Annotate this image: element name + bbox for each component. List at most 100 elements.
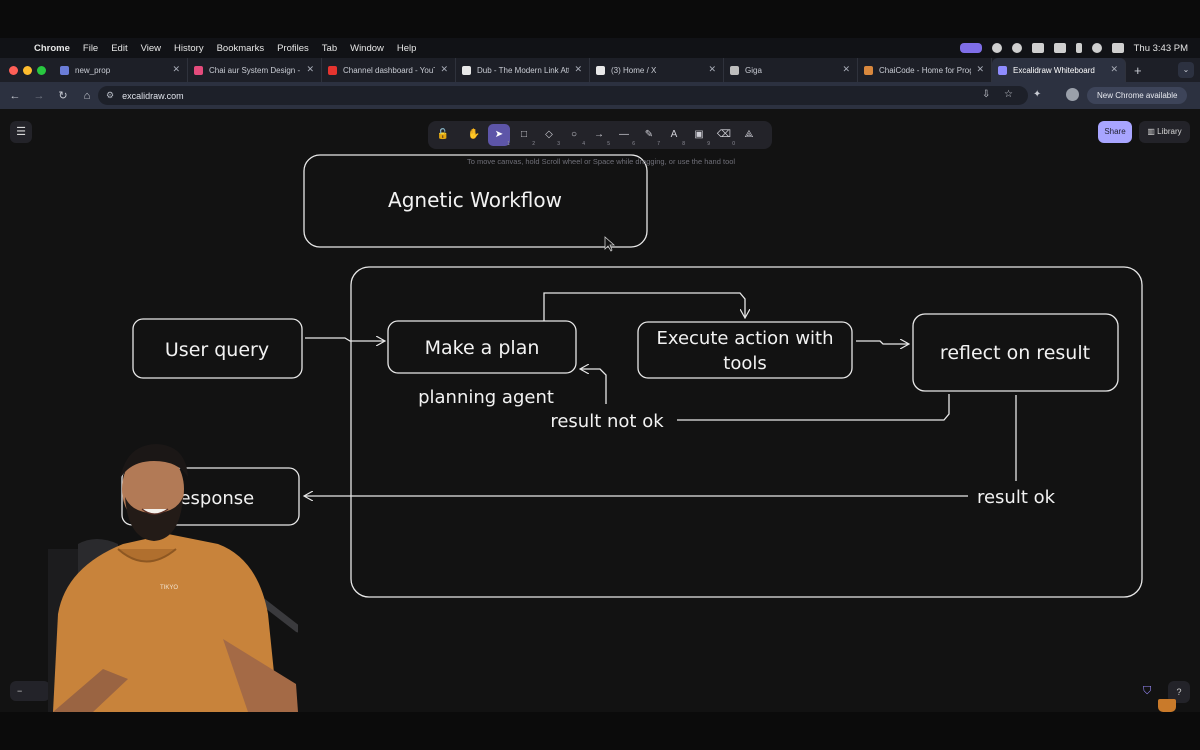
tab-close-icon[interactable]: ✕ xyxy=(976,64,984,74)
profile-avatar[interactable] xyxy=(1066,88,1079,101)
make-plan-box[interactable] xyxy=(387,320,577,374)
ellipse-icon[interactable]: ○4 xyxy=(563,124,585,147)
battery-icon[interactable] xyxy=(1053,43,1066,53)
tool-glyph: ▣ xyxy=(694,129,704,140)
lock-icon[interactable]: 🔓 xyxy=(432,124,454,146)
browser-tab[interactable]: new_prop✕ xyxy=(54,58,188,82)
letterbox-bottom xyxy=(0,712,1200,750)
minimize-window-icon[interactable] xyxy=(23,65,32,75)
tab-close-icon[interactable]: ✕ xyxy=(440,64,448,74)
diagram-title[interactable]: Agnetic Workflow xyxy=(388,188,562,212)
planning-agent-label[interactable]: planning agent xyxy=(418,387,554,408)
excalidraw-canvas[interactable]: Agnetic Workflow User query Make a plan … xyxy=(0,109,1200,712)
menubar-clock[interactable]: Thu 3:43 PM xyxy=(1133,42,1188,54)
status-app-icon[interactable] xyxy=(991,43,1002,53)
menu-file[interactable]: File xyxy=(82,42,99,54)
forward-icon[interactable]: → xyxy=(33,89,45,102)
user-query-label[interactable]: User query xyxy=(165,339,269,361)
reflect-label[interactable]: reflect on result xyxy=(940,342,1090,364)
image-icon[interactable]: ▣9 xyxy=(688,124,710,147)
user-query-box[interactable] xyxy=(132,318,303,379)
close-window-icon[interactable] xyxy=(9,65,18,75)
main-menu-button[interactable]: ☰ xyxy=(10,121,32,143)
browser-tab[interactable]: Giga✕ xyxy=(724,58,858,82)
result-ok-label[interactable]: result ok xyxy=(977,487,1056,508)
new-tab-button[interactable]: + xyxy=(1134,62,1142,78)
menu-window[interactable]: Window xyxy=(350,42,384,54)
reload-icon[interactable]: ↻ xyxy=(58,90,68,102)
status-app-icon[interactable] xyxy=(1011,43,1022,53)
menu-profiles[interactable]: Profiles xyxy=(277,42,309,54)
tab-close-icon[interactable]: ✕ xyxy=(842,64,850,74)
arrow-execute-to-reflect[interactable] xyxy=(856,341,908,344)
bookmark-star-icon[interactable]: ☆ xyxy=(1004,89,1013,100)
agent-container-box[interactable] xyxy=(350,266,1143,598)
arrow-icon[interactable]: →5 xyxy=(588,124,610,147)
response-label[interactable]: Response xyxy=(168,488,254,509)
reflect-box[interactable] xyxy=(912,313,1119,392)
tab-close-icon[interactable]: ✕ xyxy=(574,64,582,74)
tab-search-button[interactable]: ⌄ xyxy=(1178,62,1194,78)
screen-record-icon[interactable] xyxy=(959,43,982,53)
tab-close-icon[interactable]: ✕ xyxy=(306,64,314,74)
share-button[interactable]: Share xyxy=(1098,121,1132,143)
execute-action-box[interactable] xyxy=(637,321,853,379)
browser-tab[interactable]: ChaiCode - Home for Progr✕ xyxy=(858,58,992,82)
browser-tab[interactable]: (3) Home / X✕ xyxy=(590,58,724,82)
wifi-icon[interactable] xyxy=(1091,43,1102,53)
selection-icon[interactable]: ➤1 xyxy=(488,124,510,147)
tool-shortcut-number: 1 xyxy=(507,141,510,147)
tool-glyph: □ xyxy=(520,129,528,140)
zoom-out-icon[interactable]: − xyxy=(17,686,23,696)
menu-help[interactable]: Help xyxy=(396,42,417,54)
tab-close-icon[interactable]: ✕ xyxy=(1110,64,1118,74)
execute-action-label-line1[interactable]: Execute action with xyxy=(656,328,833,349)
browser-tab[interactable]: Dub - The Modern Link Attri✕ xyxy=(456,58,590,82)
shapes-icon[interactable]: ⟁ xyxy=(738,124,760,146)
install-app-icon[interactable]: ⇩ xyxy=(982,89,991,100)
tab-close-icon[interactable]: ✕ xyxy=(708,64,716,74)
tab-close-icon[interactable]: ✕ xyxy=(172,64,180,74)
back-icon[interactable]: ← xyxy=(9,89,21,102)
zoom-controls[interactable]: − xyxy=(10,681,50,701)
pencil-icon[interactable]: ✎7 xyxy=(638,124,660,147)
execute-action-label-line2[interactable]: tools xyxy=(723,353,766,374)
address-bar[interactable]: ⚙ excalidraw.com ⇩ ☆ xyxy=(98,86,1028,105)
menu-edit[interactable]: Edit xyxy=(111,42,128,54)
library-button[interactable]: ▥ Library xyxy=(1139,121,1190,143)
zoom-window-icon[interactable] xyxy=(37,65,46,75)
arrow-not-ok-up[interactable] xyxy=(581,369,607,404)
arrow-not-ok-to-plan[interactable] xyxy=(677,394,950,421)
menu-bookmarks[interactable]: Bookmarks xyxy=(216,42,265,54)
help-button[interactable]: ? xyxy=(1168,681,1190,703)
title-box[interactable] xyxy=(303,154,648,248)
diamond-icon[interactable]: ◇3 xyxy=(538,124,560,147)
control-center-icon[interactable] xyxy=(1111,43,1124,53)
menu-history[interactable]: History xyxy=(174,42,204,54)
browser-tab[interactable]: Excalidraw Whiteboard✕ xyxy=(992,58,1126,82)
arrow-plan-to-execute[interactable] xyxy=(543,292,745,321)
response-box[interactable] xyxy=(121,467,300,526)
home-icon[interactable]: ⌂ xyxy=(83,89,91,102)
menu-view[interactable]: View xyxy=(140,42,162,54)
extensions-icon[interactable]: ✦ xyxy=(1033,89,1042,100)
arrow-query-to-plan[interactable] xyxy=(305,338,384,341)
hand-icon[interactable]: ✋ xyxy=(463,124,485,146)
line-icon[interactable]: —6 xyxy=(613,124,635,147)
rectangle-icon[interactable]: □2 xyxy=(513,124,535,147)
bluetooth-icon[interactable] xyxy=(1075,43,1082,53)
tool-shortcut-number: 3 xyxy=(557,141,560,147)
eraser-icon[interactable]: ⌫0 xyxy=(713,124,735,147)
shield-icon[interactable]: ⛉ xyxy=(1143,685,1152,697)
grid-icon[interactable] xyxy=(1031,43,1044,53)
site-settings-icon[interactable]: ⚙ xyxy=(106,90,115,100)
result-not-ok-label[interactable]: result not ok xyxy=(550,411,664,432)
browser-tab[interactable]: Channel dashboard - YouTube✕ xyxy=(322,58,456,82)
browser-tab[interactable]: Chai aur System Design - You✕ xyxy=(188,58,322,82)
menu-app-name[interactable]: Chrome xyxy=(34,42,70,54)
new-chrome-available-button[interactable]: New Chrome available xyxy=(1087,87,1188,104)
url-text[interactable]: excalidraw.com xyxy=(122,90,184,101)
make-plan-label[interactable]: Make a plan xyxy=(425,337,540,359)
menu-tab[interactable]: Tab xyxy=(321,42,338,54)
